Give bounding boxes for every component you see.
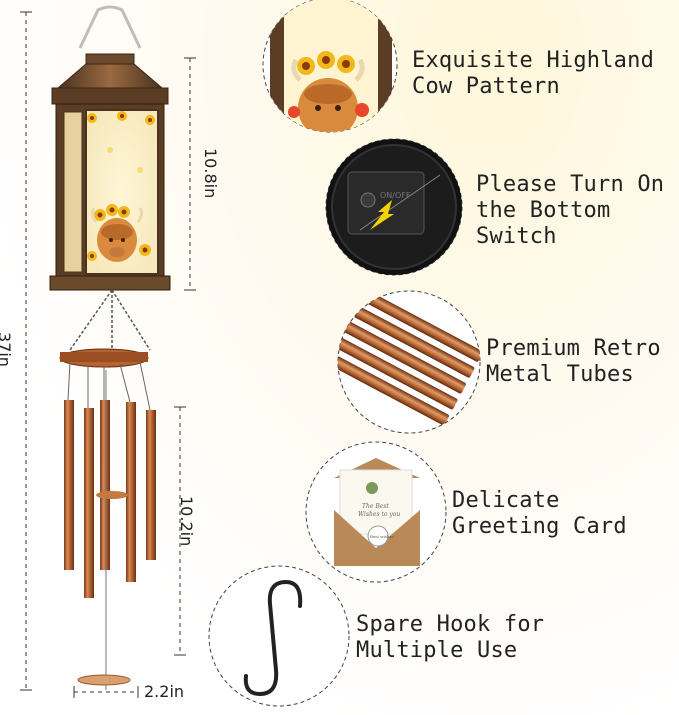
feature-circle-greeting-card: The Best Wishes to you Best wishes [305, 441, 447, 583]
card-line-2: Wishes to you [358, 511, 400, 518]
lantern-height-label: 10.8in [201, 148, 220, 199]
feature-spare-hook-line1: Spare Hook for [356, 612, 545, 637]
feature-metal-tubes: Premium Retro Metal Tubes [486, 336, 661, 388]
switch-label: ON/OFF [380, 191, 411, 200]
feature-metal-tubes-line1: Premium Retro [486, 336, 661, 361]
card-line-1: The Best [362, 503, 389, 510]
wind-chime [59, 348, 156, 690]
total-height-label: 37in [0, 332, 14, 367]
feature-spare-hook: Spare Hook for Multiple Use [356, 612, 544, 664]
feature-bottom-switch-line3: Switch [476, 224, 557, 249]
feature-circle-spare-hook [208, 565, 350, 707]
chime-height-label: 10.2in [177, 496, 196, 547]
card-badge: Best wishes [370, 534, 394, 539]
feature-cow-pattern: Exquisite Highland Cow Pattern [412, 48, 654, 100]
feature-cow-pattern-line2: Cow Pattern [412, 74, 560, 99]
feature-bottom-switch-line1: Please Turn On [476, 172, 665, 197]
feature-circle-cow-pattern [262, 0, 398, 133]
feature-metal-tubes-line2: Metal Tubes [486, 362, 634, 387]
dimension-lines [20, 11, 196, 698]
hanging-chains [69, 289, 151, 351]
feature-bottom-switch-line2: the Bottom [476, 198, 611, 223]
feature-circle-bottom-switch: ON/OFF [325, 138, 463, 276]
feature-greeting-card-line2: Greeting Card [452, 514, 627, 539]
feature-greeting-card: Delicate Greeting Card [452, 488, 627, 540]
width-label: 2.2in [144, 682, 185, 701]
feature-greeting-card-line1: Delicate [452, 488, 560, 513]
feature-circle-metal-tubes [337, 290, 481, 434]
solar-lantern [49, 5, 171, 291]
feature-spare-hook-line2: Multiple Use [356, 638, 518, 663]
feature-bottom-switch: Please Turn On the Bottom Switch [476, 172, 664, 250]
feature-cow-pattern-line1: Exquisite Highland [412, 48, 655, 73]
sunflower-decor [87, 111, 155, 173]
highland-cow-art [87, 204, 151, 262]
